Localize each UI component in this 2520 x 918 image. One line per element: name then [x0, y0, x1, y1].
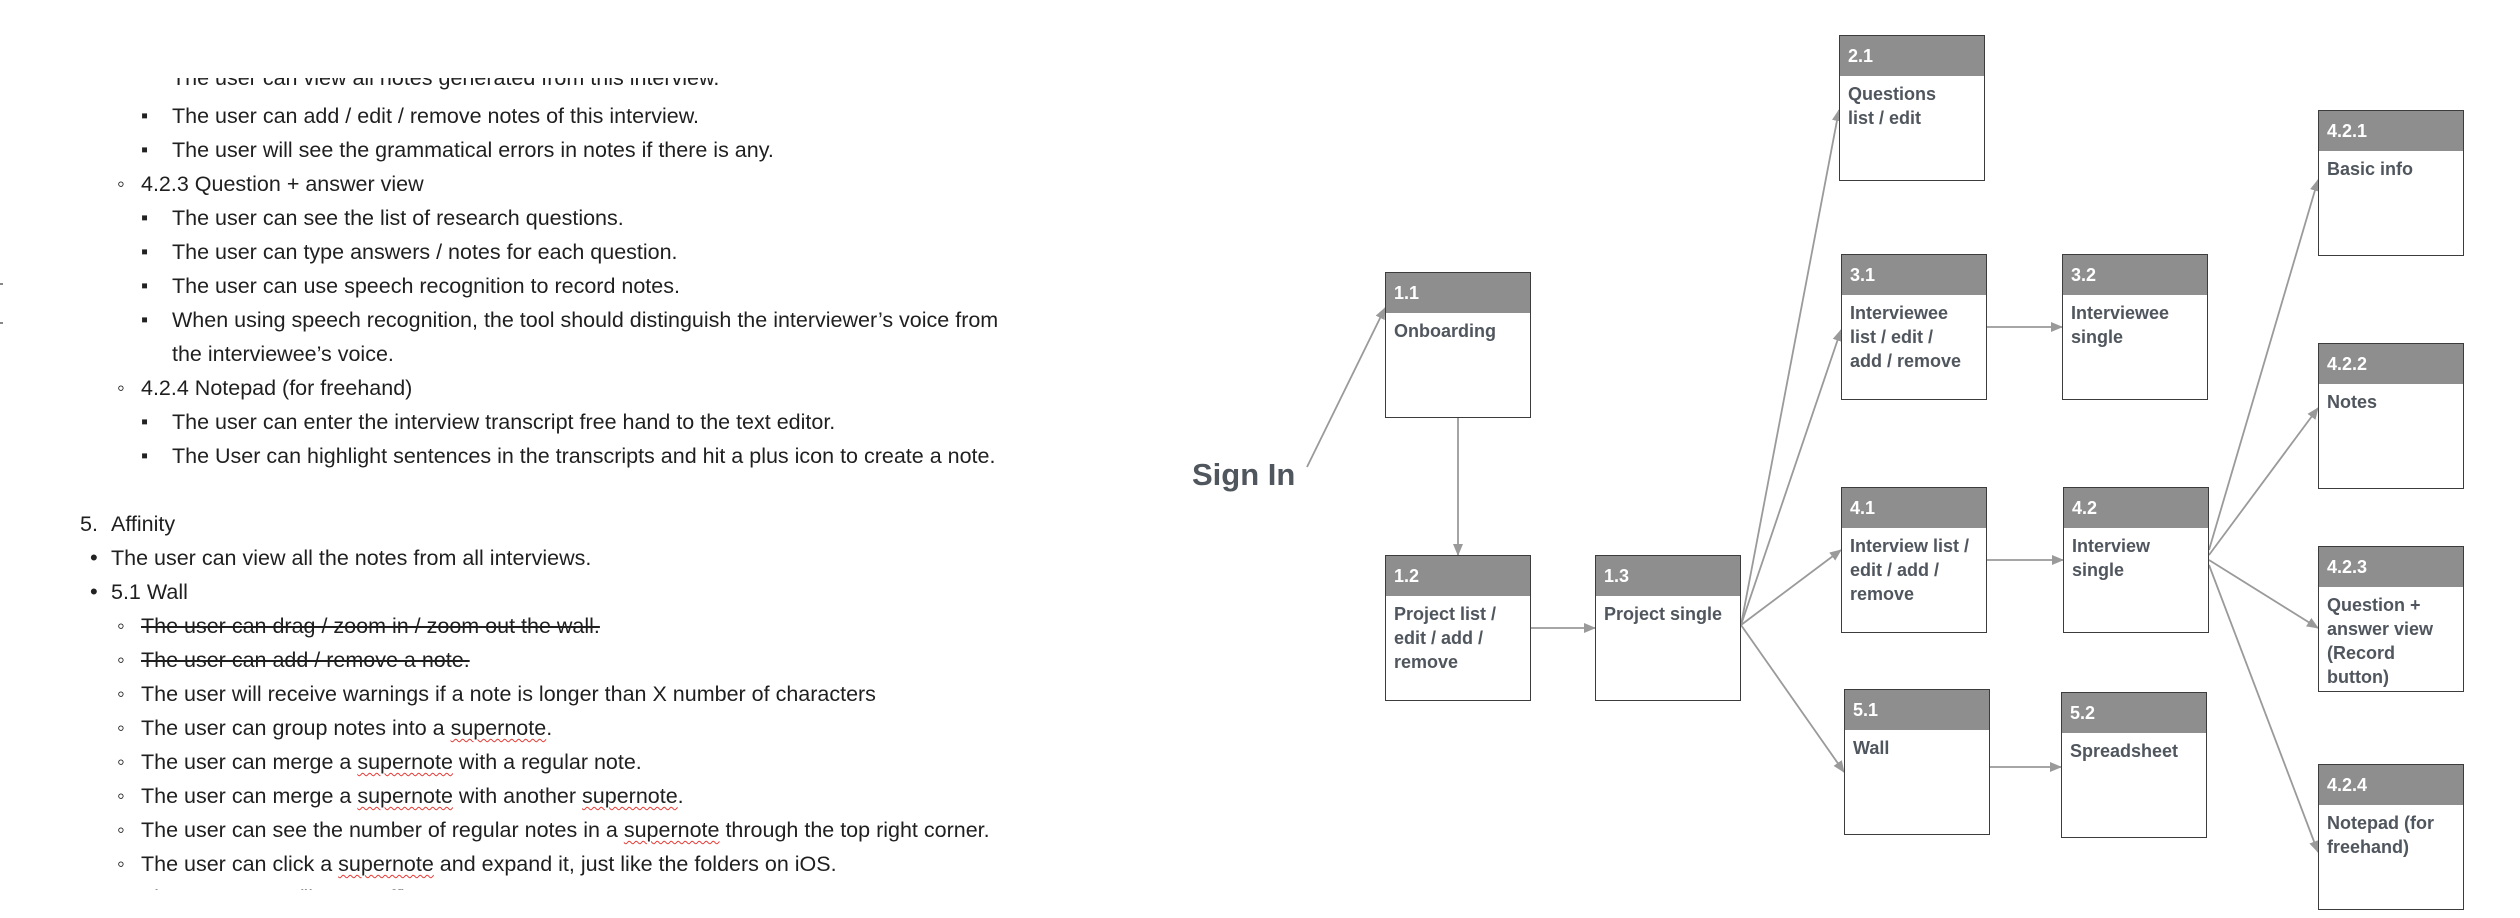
doc-line[interactable]: The user can see the number of regular n… — [117, 816, 990, 844]
node-label: Interviewee list / edit / add / remove — [1850, 303, 1962, 371]
doc-line-continuation[interactable]: the interviewee’s voice. — [172, 342, 394, 366]
arrow-sign-in-to-1-1 — [1306, 307, 1386, 468]
diagram-connectors — [1306, 109, 2320, 853]
document-pane[interactable]: The user can view all notes generated fr… — [0, 0, 1120, 890]
doc-line[interactable]: The User can highlight sentences in the … — [141, 442, 995, 470]
sign-in-label: Sign In — [1192, 457, 1296, 492]
doc-line[interactable]: The user can enter the interview transcr… — [141, 408, 835, 436]
misspelled-word[interactable]: supernote — [357, 784, 453, 808]
doc-text-run: The user can merge a — [141, 784, 358, 808]
node-id: 4.2.2 — [2319, 344, 2463, 384]
node-label: Spreadsheet — [2070, 741, 2179, 761]
doc-line[interactable]: The user can see the list of research qu… — [141, 204, 624, 232]
misspelled-word[interactable]: supernote — [450, 716, 547, 740]
node-label: Onboarding — [1394, 321, 1496, 341]
arrow-1-3-to-4-1 — [1740, 549, 1842, 626]
node-id: 3.1 — [1842, 255, 1986, 295]
doc-text-run: The user can merge a — [141, 750, 358, 774]
doc-line[interactable]: The user can group notes into a supernot… — [117, 714, 553, 742]
node-label: Questions list / edit — [1848, 84, 1937, 128]
node-label: Notepad (for freehand) — [2327, 813, 2434, 857]
node-label: Question + answer view (Record button) — [2327, 595, 2434, 687]
doc-text-run: . — [546, 716, 553, 740]
node-id: 4.1 — [1842, 488, 1986, 528]
node-label: Interviewee single — [2071, 303, 2170, 347]
misspelled-word[interactable]: supernote — [338, 852, 434, 876]
node-label: Interview list / edit / add / remove — [1850, 536, 1970, 604]
doc-line-struck[interactable]: The user can add / remove a note. — [117, 646, 470, 674]
misspelled-word[interactable]: supernote — [357, 750, 453, 774]
node-id: 1.2 — [1386, 556, 1530, 596]
doc-line[interactable]: The user can add / edit / remove notes o… — [141, 102, 699, 130]
doc-line-cut-top[interactable]: The user can view all notes generated fr… — [172, 78, 719, 92]
arrow-4-2-to-4-2-3 — [2208, 559, 2319, 629]
doc-line[interactable]: The user can use speech recognition to r… — [141, 272, 680, 300]
doc-line[interactable]: The user can merge a supernote with anot… — [117, 782, 684, 810]
node-id: 3.2 — [2063, 255, 2207, 295]
arrow-4-2-to-4-2-4 — [2208, 564, 2319, 853]
doc-line[interactable]: When using speech recognition, the tool … — [141, 306, 998, 334]
doc-text-run: through the top right corner. — [719, 818, 990, 842]
node-label: Notes — [2327, 392, 2378, 412]
node-id: 2.1 — [1840, 36, 1984, 76]
doc-line[interactable]: The user can merge a supernote with a re… — [117, 748, 642, 776]
node-id: 5.1 — [1845, 690, 1989, 730]
doc-line[interactable]: The user can type answers / notes for ea… — [141, 238, 678, 266]
doc-text-run: and expand it, just like the folders on … — [433, 852, 837, 876]
doc-text-run: . — [677, 784, 684, 808]
doc-text-run: The user can see the number of regular n… — [141, 818, 624, 842]
node-id: 1.3 — [1596, 556, 1740, 596]
node-id: 4.2.1 — [2319, 111, 2463, 151]
doc-line[interactable]: The user can click a supernote and expan… — [117, 850, 837, 878]
arrow-4-2-to-4-2-1 — [2208, 179, 2320, 551]
doc-text-run: with another — [452, 784, 583, 808]
node-label: Basic info — [2327, 159, 2414, 179]
doc-section-heading[interactable]: Affinity — [111, 512, 176, 536]
arrow-1-3-to-3-1 — [1740, 329, 1843, 626]
arrow-4-2-to-4-2-2 — [2208, 407, 2319, 556]
node-id: 1.1 — [1386, 273, 1530, 313]
node-id: 4.2.3 — [2319, 547, 2463, 587]
doc-text-run: The user can group notes into a — [141, 716, 451, 740]
misspelled-word[interactable]: supernote — [582, 784, 678, 808]
node-label: Project single — [1604, 604, 1723, 624]
arrow-1-3-to-5-1 — [1740, 624, 1845, 773]
doc-subheading[interactable]: 5.1 Wall — [90, 578, 188, 606]
doc-line-cut-bottom[interactable]: The user can ... (line cut off) — [141, 884, 408, 890]
doc-line[interactable]: The user will receive warnings if a note… — [117, 680, 876, 708]
doc-section-number: 5. — [80, 512, 98, 536]
node-id: 5.2 — [2062, 693, 2206, 733]
doc-line[interactable]: The user can view all the notes from all… — [90, 544, 591, 572]
doc-text-run: with a regular note. — [452, 750, 642, 774]
arrow-1-3-to-2-1 — [1740, 109, 1842, 626]
node-id: 4.2 — [2064, 488, 2208, 528]
doc-subheading[interactable]: 4.2.4 Notepad (for freehand) — [117, 374, 412, 402]
doc-text-run: The user can click a — [141, 852, 339, 876]
doc-line[interactable]: The user will see the grammatical errors… — [141, 136, 774, 164]
node-label: Interview single — [2072, 536, 2151, 580]
misspelled-word[interactable]: supernote — [623, 818, 720, 842]
doc-subheading[interactable]: 4.2.3 Question + answer view — [117, 170, 424, 198]
node-label: Project list / edit / add / remove — [1394, 604, 1497, 672]
doc-line-struck[interactable]: The user can drag / zoom in / zoom out t… — [117, 612, 600, 640]
node-id: 4.2.4 — [2319, 765, 2463, 805]
node-label: Wall — [1853, 738, 1890, 758]
